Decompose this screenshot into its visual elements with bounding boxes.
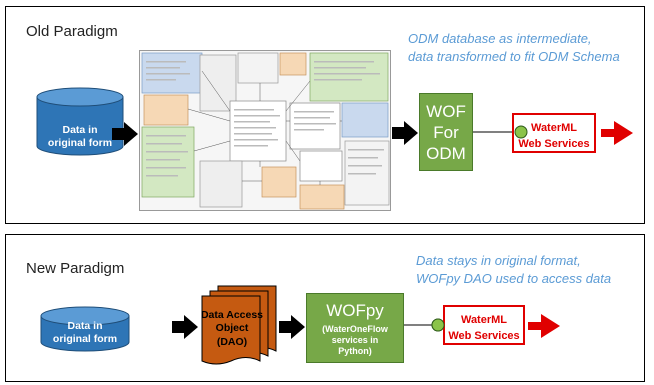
wofpy-title: WOFpy <box>326 300 384 320</box>
new-paradigm-title: New Paradigm <box>26 260 125 277</box>
old-source-line2: original form <box>48 137 112 149</box>
new-arrow-2 <box>279 315 305 339</box>
old-paradigm-note: ODM database as intermediate, data trans… <box>408 30 620 66</box>
old-note-line1: ODM database as intermediate, <box>408 31 592 46</box>
new-note-line2: WOFpy DAO used to access data <box>416 271 612 286</box>
wofpy-sub2: services in <box>331 334 379 345</box>
new-waterml-box: WaterML Web Services <box>443 305 525 345</box>
old-note-line2: data transformed to fit ODM Schema <box>408 49 620 64</box>
dao-line3: (DAO) <box>217 336 247 348</box>
wof-line1: WOF <box>426 101 466 121</box>
wof-line2: For <box>433 122 459 142</box>
new-red-arrow <box>528 314 560 338</box>
old-paradigm-title: Old Paradigm <box>26 23 118 40</box>
old-red-arrow <box>601 121 633 145</box>
wof-line3: ODM <box>426 143 466 163</box>
new-service-node-dot-front <box>431 318 445 332</box>
dao-line2: Object <box>216 322 249 334</box>
new-arrow-1 <box>172 315 198 339</box>
wof-for-odm-box: WOF For ODM <box>419 93 473 171</box>
old-waterml-line1: WaterML <box>530 122 578 134</box>
old-arrow-1 <box>112 122 138 146</box>
old-service-node-dot <box>514 125 528 139</box>
old-cylinder: Data in original form <box>36 87 124 156</box>
dao-document-stack-icon: Data Access Object (DAO) <box>201 285 277 365</box>
wofpy-sub3: Python) <box>338 345 372 356</box>
new-note-line1: Data stays in original format, <box>416 253 581 268</box>
new-waterml-line1: WaterML <box>460 314 508 326</box>
new-source-database-icon: Data in original form <box>40 306 130 352</box>
dao-line1: Data Access <box>201 309 263 321</box>
odm-schema-diagram <box>139 50 391 211</box>
new-source-line1: Data in <box>67 320 102 332</box>
new-waterml-line2: Web Services <box>448 330 520 342</box>
old-waterml-line2: Web Services <box>518 138 590 150</box>
wofpy-box: WOFpy (WaterOneFlow services in Python) <box>306 293 404 363</box>
old-arrow-2 <box>392 121 418 145</box>
new-source-line2: original form <box>53 333 117 345</box>
odm-schema-graphic <box>141 52 390 210</box>
old-source-line1: Data in <box>62 124 97 136</box>
new-paradigm-note: Data stays in original format, WOFpy DAO… <box>416 252 611 288</box>
wofpy-sub1: (WaterOneFlow <box>322 323 388 334</box>
